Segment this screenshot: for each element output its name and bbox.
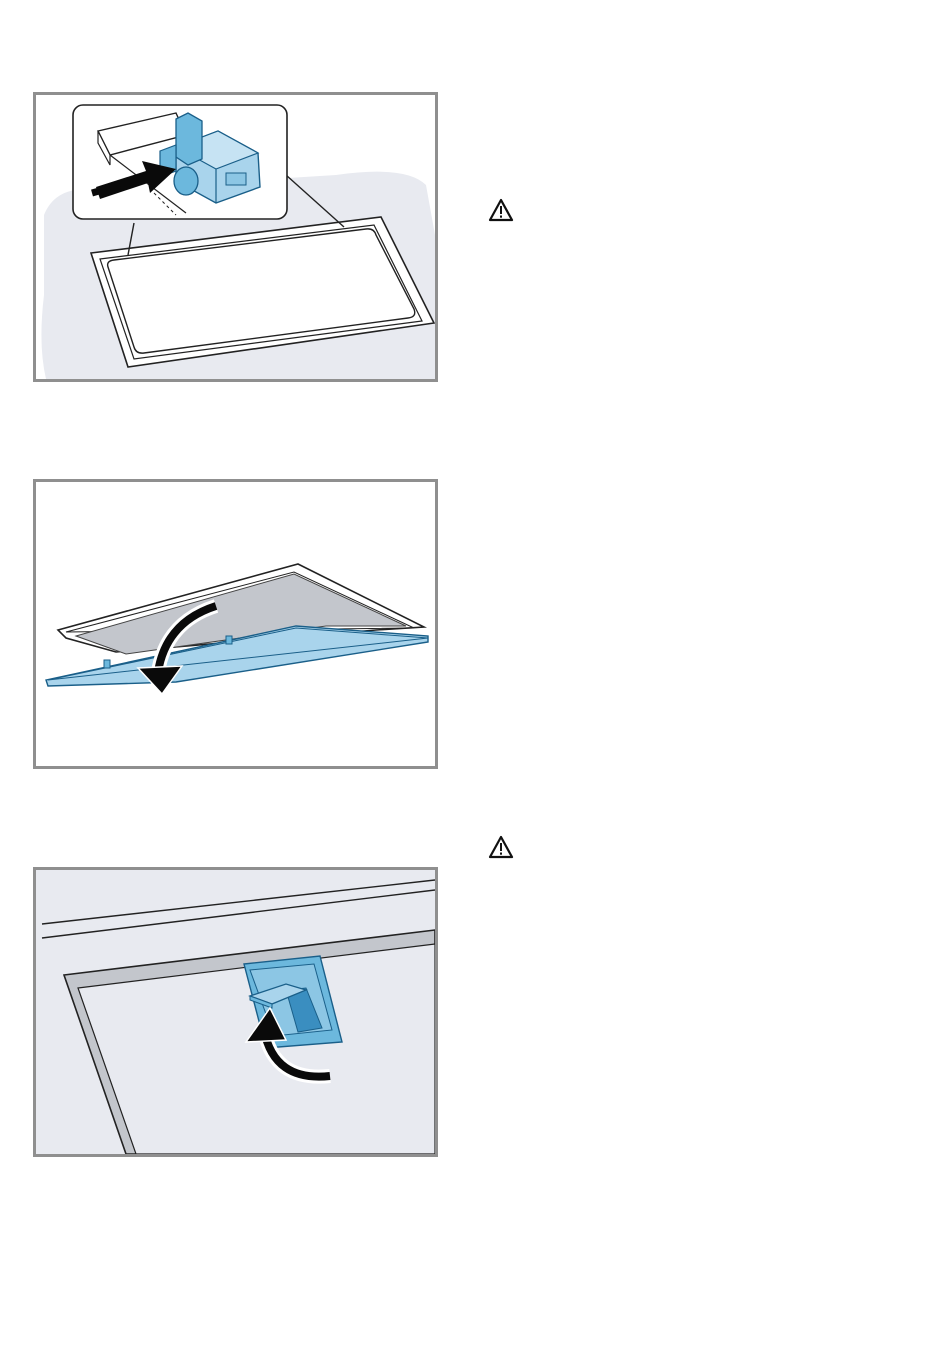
illustration-filter-fold-down — [36, 482, 435, 766]
illustration-latch-release — [36, 870, 435, 1154]
warning-triangle-icon — [488, 198, 514, 222]
illustration-filter-latch-insert — [36, 95, 435, 379]
figure-filter-fold-down — [33, 479, 438, 769]
warning-triangle-icon — [488, 835, 514, 859]
figure-filter-latch-insert — [33, 92, 438, 382]
figure-latch-release — [33, 867, 438, 1157]
